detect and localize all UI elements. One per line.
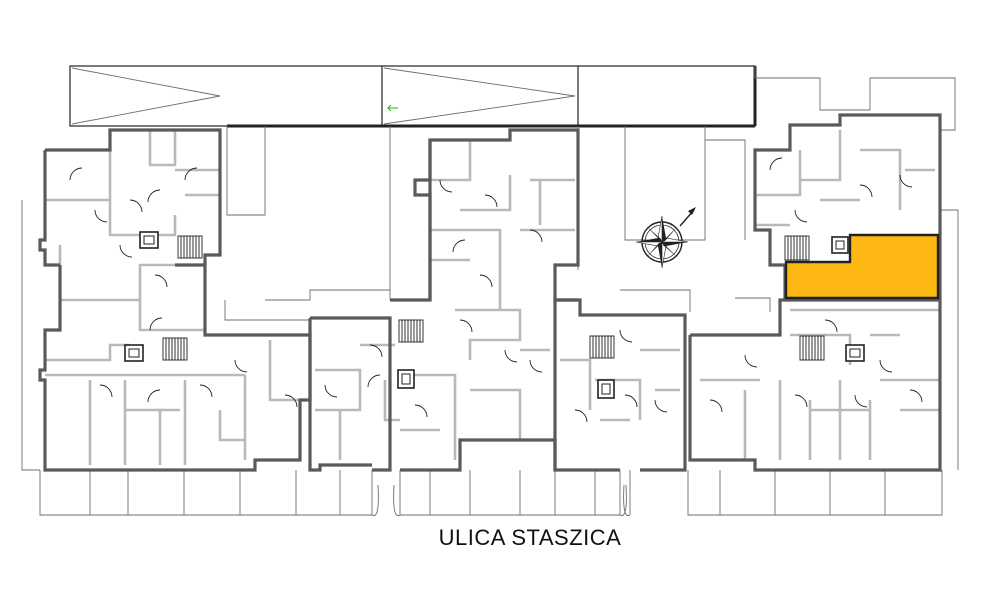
compass-rose-icon bbox=[635, 215, 689, 269]
highlighted-apartment[interactable] bbox=[784, 233, 940, 300]
exterior-walls bbox=[38, 113, 942, 472]
elevator-icon bbox=[124, 231, 865, 399]
staircase-icon bbox=[162, 235, 825, 361]
front-terraces bbox=[39, 470, 943, 517]
street-label-container: ULICA STASZICA bbox=[0, 525, 1000, 551]
street-name-label: ULICA STASZICA bbox=[438, 525, 622, 550]
driveway-strip bbox=[69, 65, 757, 128]
site-outline bbox=[21, 66, 959, 471]
door-swings bbox=[69, 157, 923, 423]
north-arrow-icon bbox=[679, 207, 696, 227]
